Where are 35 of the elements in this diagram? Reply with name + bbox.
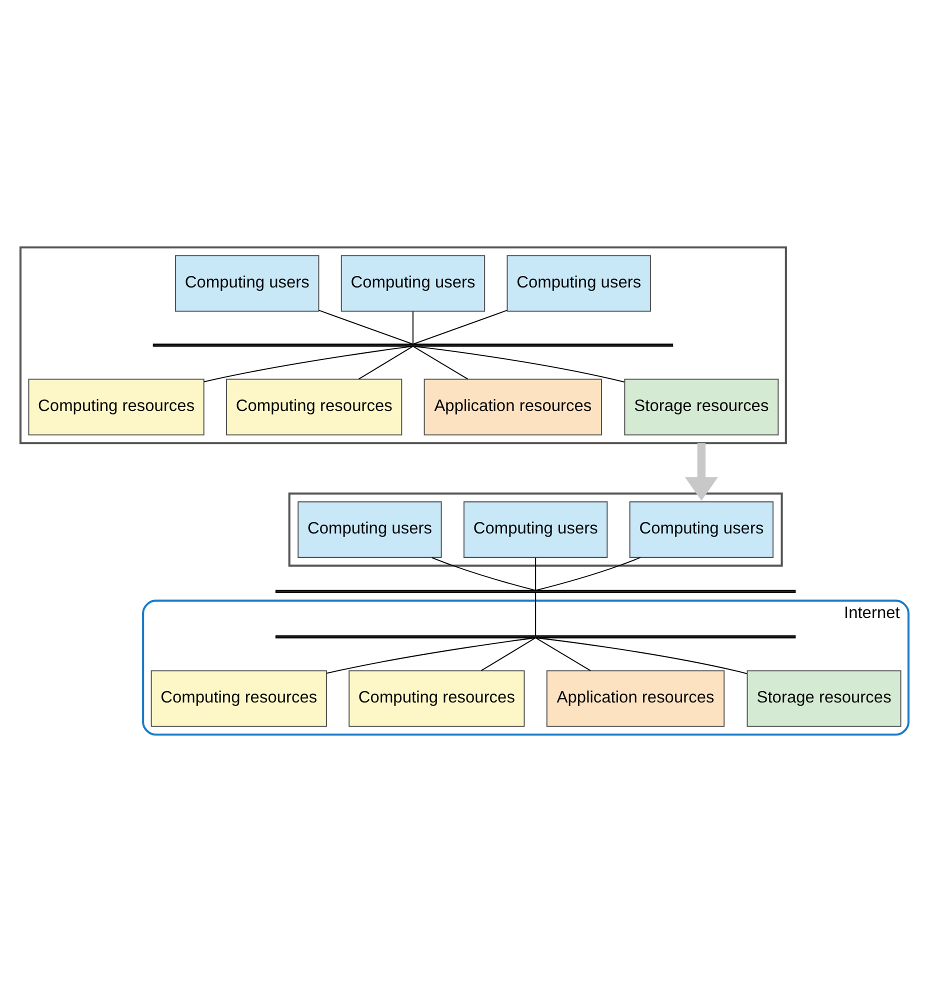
- node-box: Computing users: [506, 254, 651, 312]
- connector: [535, 557, 536, 590]
- connector: [204, 345, 413, 382]
- node-box: Application resources: [546, 670, 725, 726]
- node-box: Computing resources: [28, 378, 204, 435]
- cluster: [288, 492, 783, 566]
- node-box: Computing users: [340, 254, 486, 312]
- node-bar: [275, 589, 796, 592]
- node-bar: [275, 634, 796, 638]
- cluster: [19, 246, 787, 444]
- node-box: Computing resources: [150, 670, 327, 726]
- node-box: Storage resources: [624, 378, 779, 435]
- node-box: Computing users: [629, 500, 774, 558]
- node-box: Application resources: [424, 378, 602, 435]
- connector: [432, 556, 536, 590]
- connector: [358, 345, 414, 380]
- connector: [412, 345, 468, 380]
- connector: [535, 592, 536, 636]
- connector: [535, 636, 591, 671]
- arrow: [684, 442, 718, 500]
- node-box: Computing users: [298, 500, 442, 558]
- node-bar: [152, 343, 674, 346]
- node-box: Computing resources: [348, 670, 525, 726]
- connector: [326, 636, 536, 674]
- node-box: Computing users: [175, 254, 320, 312]
- connector: [412, 311, 414, 344]
- connector: [481, 636, 536, 671]
- connector: [318, 309, 414, 344]
- node-box: Computing users: [463, 500, 608, 558]
- connector: [536, 556, 641, 590]
- node-box: Computing resources: [226, 378, 402, 435]
- node-box: Storage resources: [746, 670, 902, 726]
- connector: [413, 345, 624, 382]
- connector: [536, 636, 748, 674]
- connector: [412, 309, 508, 344]
